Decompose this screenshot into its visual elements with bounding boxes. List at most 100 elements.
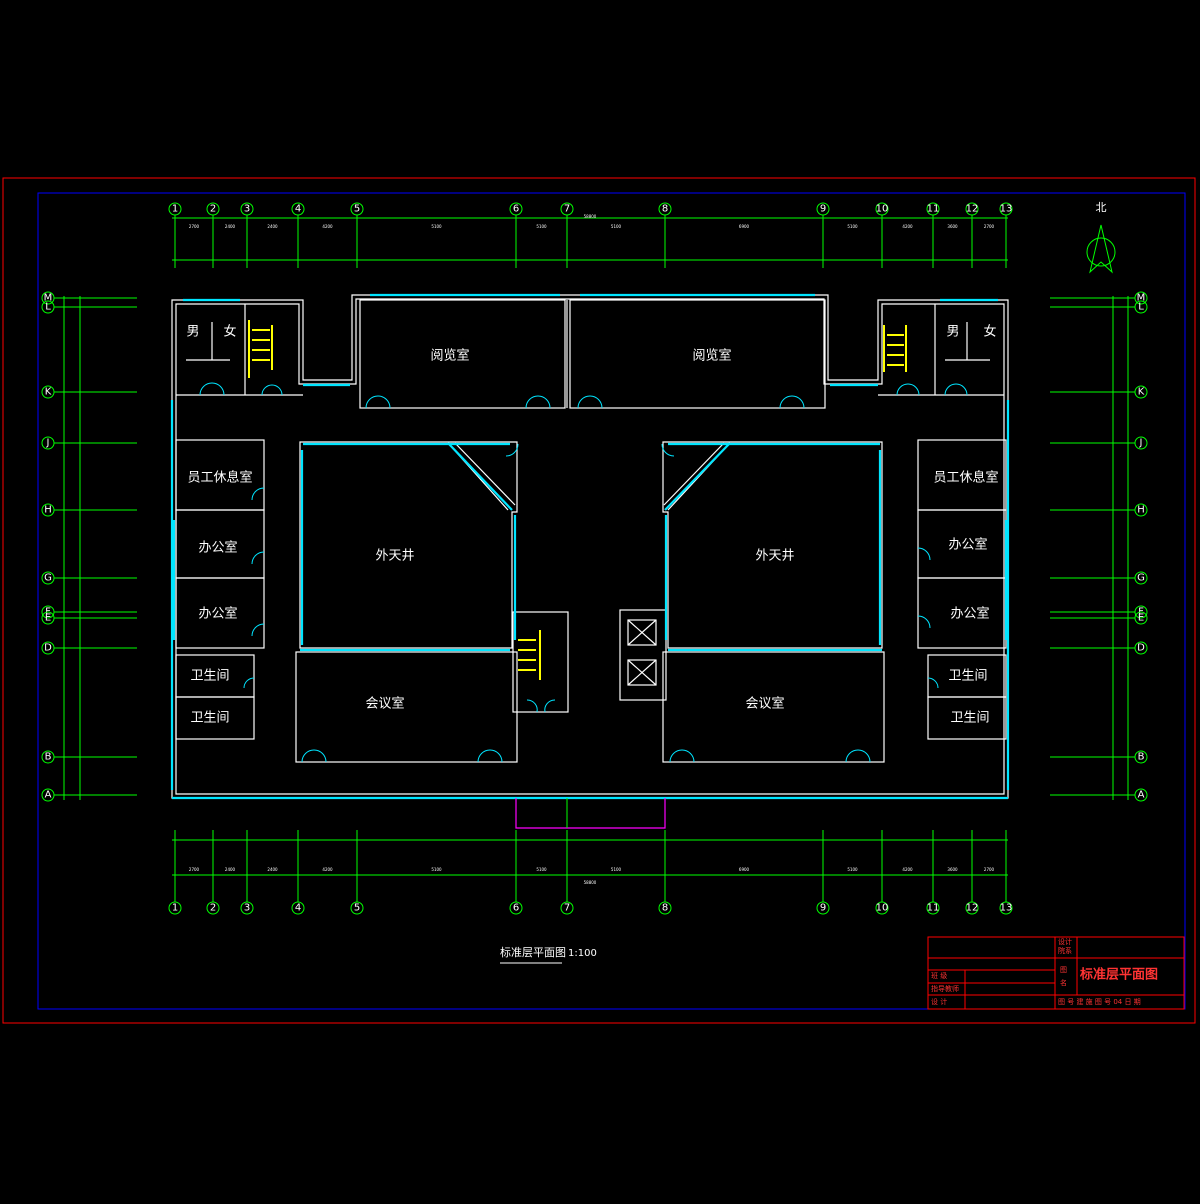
axis-bubble	[509, 901, 523, 915]
axis-bubble	[206, 901, 220, 915]
axis-number: 7	[564, 204, 570, 215]
axis-letter: H	[1137, 505, 1145, 516]
axis-letter: E	[1138, 613, 1144, 624]
dim-label: 2700	[984, 224, 995, 229]
axis-bubble	[41, 291, 55, 305]
entrance-canopy	[515, 798, 666, 829]
title-text: 标准层平面图	[500, 945, 566, 959]
axis-bubble	[965, 202, 979, 216]
tb-designer-label: 设 计	[931, 997, 947, 1006]
axis-bubble	[168, 202, 182, 216]
tb-drawing-name: 标准层平面图	[1079, 967, 1158, 983]
axis-number: 13	[1000, 204, 1013, 215]
axis-letter: G	[1137, 573, 1145, 584]
dim-label: 5100	[536, 224, 547, 229]
room-male-right: 男	[946, 325, 959, 340]
dim-label: 2400	[225, 867, 236, 872]
axis-number: 1	[172, 903, 178, 914]
axis-letter: H	[44, 505, 52, 516]
room-male-left: 男	[186, 325, 199, 340]
axis-bubble	[816, 901, 830, 915]
axis-bubble	[240, 202, 254, 216]
axis-bubble	[41, 385, 55, 399]
axis-bubble	[1134, 503, 1148, 517]
axis-bubble	[926, 901, 940, 915]
axis-bubble	[350, 901, 364, 915]
room-reading-right: 阅览室	[692, 348, 731, 364]
dim-label: 5100	[847, 224, 858, 229]
axis-letter: D	[1137, 643, 1145, 654]
axis-number: 12	[966, 204, 979, 215]
north-arrow: 北	[1086, 201, 1116, 274]
room-office-right-2: 办公室	[950, 606, 989, 622]
axis-bubble	[41, 750, 55, 764]
axis-letter: A	[1138, 790, 1145, 801]
axis-number: 11	[927, 204, 940, 215]
axis-bubble	[560, 901, 574, 915]
axis-bubble	[41, 503, 55, 517]
room-office-right-1: 办公室	[948, 537, 987, 553]
axis-letter: M	[1137, 293, 1146, 304]
dim-label: 2400	[225, 224, 236, 229]
room-atrium-left: 外天井	[375, 549, 414, 564]
axis-number: 12	[966, 903, 979, 914]
axis-number: 5	[354, 903, 360, 914]
axis-number: 4	[295, 204, 301, 215]
axis-bubble	[206, 202, 220, 216]
axis-bubble	[1134, 385, 1148, 399]
axis-bubble	[41, 436, 55, 450]
dim-total: 58800	[584, 880, 597, 885]
axis-bubble	[291, 202, 305, 216]
dimension-lines: 2700270024002400240024004200420051005100…	[63, 214, 1129, 885]
axis-bubble	[240, 901, 254, 915]
axis-letter: A	[45, 790, 52, 801]
axis-bubble	[1134, 611, 1148, 625]
dim-total: 58800	[584, 214, 597, 219]
room-office-left-1: 办公室	[198, 540, 237, 556]
tb-row-bottom: 图 号 建 施 图 号 04 日 期	[1058, 997, 1141, 1006]
axis-bubble	[1134, 788, 1148, 802]
axis-letter: K	[1138, 387, 1145, 398]
north-label: 北	[1096, 201, 1107, 214]
axis-bubble	[168, 901, 182, 915]
dim-label: 5100	[847, 867, 858, 872]
axis-number: 9	[820, 903, 826, 914]
dim-label: 5100	[611, 867, 622, 872]
drawing-title: 标准层平面图 1:100	[500, 945, 597, 964]
axis-letter: J	[1139, 438, 1143, 449]
dim-label: 5100	[431, 867, 442, 872]
room-wc-left-1: 卫生间	[190, 669, 229, 684]
axis-number: 6	[513, 903, 519, 914]
axis-bubble	[1134, 436, 1148, 450]
dim-label: 4200	[322, 867, 333, 872]
axis-number: 6	[513, 204, 519, 215]
axis-bubble	[41, 788, 55, 802]
dim-label: 4200	[902, 867, 913, 872]
room-lounge-right: 员工休息室	[933, 470, 998, 486]
drawing-frame	[37, 192, 1186, 1010]
room-reading-left: 阅览室	[430, 348, 469, 364]
tb-design-unit-1: 设计	[1058, 937, 1072, 946]
axis-bubble	[560, 202, 574, 216]
axis-bubble	[875, 202, 889, 216]
axis-bubble	[1134, 750, 1148, 764]
axis-bubble	[291, 901, 305, 915]
axis-bubble	[41, 611, 55, 625]
axis-letter: M	[44, 293, 53, 304]
axis-number: 2	[210, 204, 216, 215]
tb-name-label-2: 名	[1060, 978, 1067, 987]
dim-label: 6900	[739, 224, 750, 229]
room-wc-right-1: 卫生间	[948, 669, 987, 684]
axis-number: 8	[662, 204, 668, 215]
axis-bubble	[816, 202, 830, 216]
axis-bubble	[1134, 300, 1148, 314]
room-meeting-right: 会议室	[745, 696, 784, 712]
axis-letter: E	[45, 613, 51, 624]
tb-design-unit-2: 院系	[1058, 946, 1072, 955]
windows	[170, 293, 1010, 800]
room-office-left-2: 办公室	[198, 606, 237, 622]
axis-bubble	[1134, 641, 1148, 655]
